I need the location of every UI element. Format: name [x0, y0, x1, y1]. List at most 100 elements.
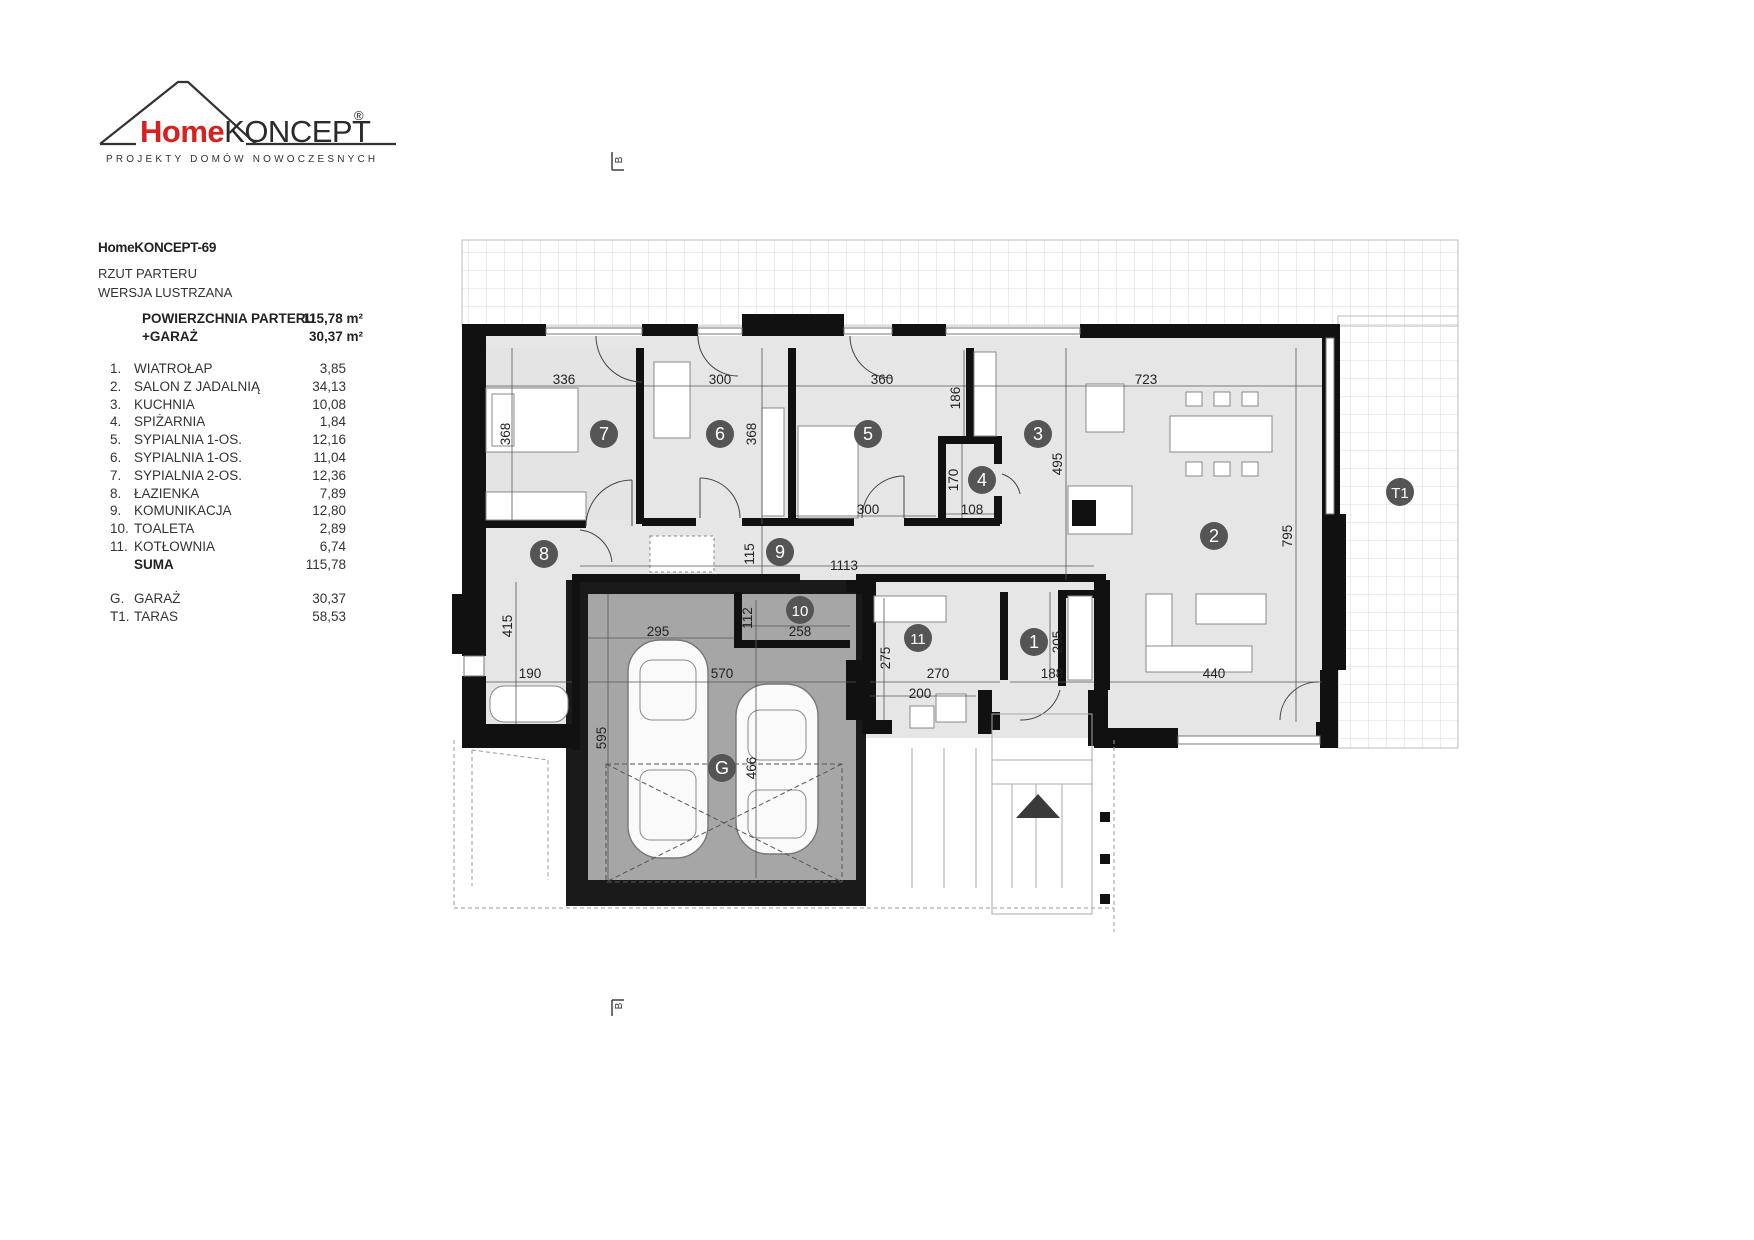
room-marker: 11 — [904, 624, 932, 652]
dimension-label: 188 — [1041, 666, 1064, 681]
room-area: 30,37 — [312, 590, 346, 606]
room-marker: 6 — [706, 420, 734, 448]
sum-value: 115,78 — [305, 556, 346, 572]
room-area: 2,89 — [319, 521, 346, 537]
room-marker: 1 — [1020, 628, 1048, 656]
dimension-label: 112 — [740, 607, 755, 629]
room-marker-label: 10 — [792, 603, 809, 620]
room-marker-label: 11 — [910, 631, 926, 648]
dimension-label: 275 — [878, 647, 893, 670]
room-area: 6,74 — [319, 539, 346, 554]
room-area: 58,53 — [312, 608, 346, 624]
dimension-label: 360 — [871, 372, 894, 387]
room-name: KUCHNIA — [134, 396, 195, 412]
room-number: 11. — [110, 539, 128, 554]
room-name: ŁAZIENKA — [134, 485, 200, 501]
room-marker: 2 — [1200, 522, 1228, 550]
room-name: SYPIALNIA 2-OS. — [134, 467, 243, 483]
dimension-label: 270 — [927, 666, 950, 681]
room-name: KOTŁOWNIA — [134, 539, 216, 554]
dimension-label: 190 — [519, 666, 542, 681]
section-marker-bottom — [611, 999, 624, 1016]
room-name: GARAŻ — [134, 590, 181, 606]
logo-home-text: Home — [140, 114, 225, 149]
room-number: 7. — [110, 467, 122, 483]
room-number: 5. — [110, 432, 122, 448]
dimension-label: 115 — [742, 543, 757, 565]
sum-label: SUMA — [134, 556, 174, 572]
room-marker-label: 8 — [539, 544, 549, 564]
room-marker-label: T1 — [1391, 485, 1409, 502]
room-name: SYPIALNIA 1-OS. — [134, 450, 243, 465]
dimension-label: 570 — [711, 666, 734, 681]
section-letter: B — [614, 1002, 625, 1009]
room-area: 12,16 — [312, 432, 346, 448]
logo-koncept-text: KONCEPT — [224, 114, 371, 149]
dimension-lines — [486, 348, 1322, 880]
room-marker: T1 — [1386, 478, 1414, 506]
dimension-label: 295 — [647, 624, 670, 639]
room-number: 3. — [110, 396, 122, 412]
room-number: 1. — [110, 361, 122, 376]
terrace-area — [461, 239, 1459, 749]
room-marker-label: 7 — [599, 424, 609, 444]
logo-roof-icon — [99, 80, 396, 146]
room-area: 12,36 — [312, 467, 346, 483]
summary-label: POWIERZCHNIA PARTERU — [142, 311, 316, 326]
dimension-label: 170 — [946, 469, 961, 492]
interior-walls — [486, 348, 1106, 750]
room-marker-label: 6 — [715, 424, 725, 444]
dimension-label: 368 — [744, 423, 759, 446]
doors — [579, 335, 1319, 721]
room-number: 10. — [110, 521, 129, 537]
room-marker-label: 9 — [775, 542, 785, 562]
dimension-label: 440 — [1203, 666, 1226, 681]
section-marker-top — [611, 152, 624, 171]
room-area: 10,08 — [312, 396, 346, 412]
room-area: 1,84 — [319, 414, 346, 430]
dimension-label: 495 — [1050, 453, 1065, 476]
room-marker: 5 — [854, 420, 882, 448]
summary-value: 30,37 m² — [308, 329, 363, 344]
room-marker: 4 — [968, 466, 996, 494]
room-marker-label: 3 — [1033, 424, 1043, 444]
room-name: TOALETA — [134, 521, 195, 537]
room-name: TARAS — [134, 608, 179, 624]
room-marker-label: 1 — [1029, 632, 1039, 652]
dimension-label: 795 — [1280, 525, 1295, 548]
room-area: 11,04 — [313, 450, 346, 465]
project-subtitle-1: RZUT PARTERU — [98, 266, 197, 281]
room-name: SALON Z JADALNIĄ — [134, 378, 261, 394]
entrance-posts — [1100, 812, 1110, 904]
room-marker-label: 4 — [977, 470, 987, 490]
room-name: KOMUNIKACJA — [134, 503, 232, 519]
dimension-label: 415 — [500, 615, 515, 638]
dimension-label: 466 — [744, 757, 759, 780]
stove-icon — [1072, 500, 1096, 526]
room-marker: 8 — [530, 540, 558, 568]
garage — [566, 580, 866, 906]
room-marker: G — [708, 754, 736, 782]
room-marker: 10 — [786, 596, 814, 624]
room-area: 34,13 — [312, 378, 346, 394]
summary-label: +GARAŻ — [142, 329, 198, 344]
dimension-label: 368 — [498, 423, 513, 446]
project-name: HomeKONCEPT-69 — [98, 240, 217, 255]
room-number: T1. — [110, 608, 130, 624]
room-area: 7,89 — [319, 485, 346, 501]
room-number: 4. — [110, 414, 122, 430]
dimension-label: 336 — [553, 372, 576, 387]
room-name: SPIŻARNIA — [134, 414, 206, 430]
room-marker: 3 — [1024, 420, 1052, 448]
room-number: 9. — [110, 503, 122, 519]
entrance-arrow-icon — [1016, 794, 1060, 818]
site-outline — [453, 740, 1115, 932]
section-letter: B — [614, 156, 625, 163]
room-area: 12,80 — [312, 503, 346, 519]
room-marker-label: 2 — [1209, 526, 1219, 546]
dimension-label: 258 — [789, 624, 812, 639]
room-area: 3,85 — [319, 361, 346, 376]
dimension-label: 300 — [857, 502, 880, 517]
dimension-label: 205 — [1050, 631, 1065, 654]
